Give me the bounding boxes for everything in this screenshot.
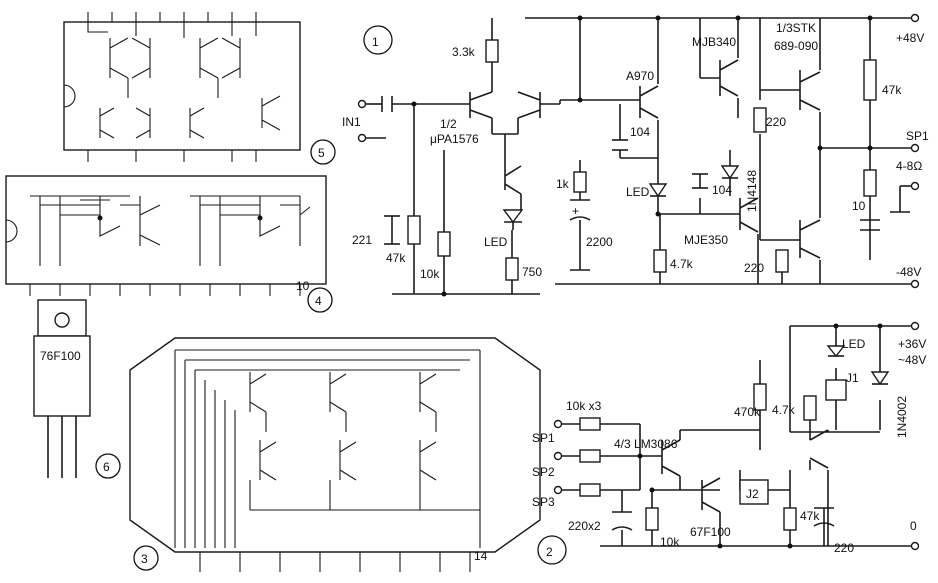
label-220x2: 220x2 (568, 519, 601, 533)
ic-4-number: 4 (315, 294, 322, 308)
label-67f100: 67F100 (690, 525, 731, 539)
ic-3-number-badge: 3 (133, 545, 159, 571)
label-j1: J1 (846, 371, 859, 385)
ic-6-part-label: 76F100 (40, 349, 81, 363)
label-4-7k-a: 4.7k (670, 257, 694, 271)
label-1k: 1k (556, 177, 570, 191)
label-3-3k: 3.3k (452, 45, 476, 59)
ic-5-package (63, 12, 301, 162)
label-sp1-in: SP1 (532, 431, 555, 445)
ic-5-number-badge: 5 (310, 139, 336, 165)
ic-6-number: 6 (103, 460, 110, 474)
label-led-a: LED (484, 235, 508, 249)
label-upa1576: μPA1576 (430, 132, 479, 146)
label-470k: 470k (734, 405, 761, 419)
label-led-c: LED (842, 337, 866, 351)
label-10k-a: 10k (420, 267, 440, 281)
ic-5-number: 5 (318, 146, 325, 160)
label-689-090: 689-090 (774, 39, 818, 53)
circuit-1-number: 1 (372, 35, 379, 49)
label-a970: A970 (626, 69, 654, 83)
label-lm3086: 4/3 LM3086 (614, 437, 678, 451)
circuit-2-number-badge: 2 (537, 535, 567, 565)
ic-4-package (5, 175, 327, 296)
label-220-a: 220 (766, 115, 786, 129)
label-j2: J2 (746, 487, 759, 501)
circuit-2-number: 2 (546, 545, 553, 559)
ic-6-package (33, 299, 91, 478)
label-4-8-ohm: 4-8Ω (896, 159, 922, 173)
label-4-7k-b: 4.7k (772, 403, 796, 417)
svg-text:+: + (572, 204, 579, 218)
label-10-out: 10 (852, 199, 866, 213)
label-1-3stk: 1/3STK (776, 21, 816, 35)
circuit-1-number-badge: 1 (363, 25, 393, 55)
ic-3-module (129, 337, 541, 572)
label-1n4148: 1N4148 (745, 170, 759, 212)
label-mje350: MJE350 (684, 233, 728, 247)
label-47k-a: 47k (386, 251, 406, 265)
ic-6-number-badge: 6 (95, 453, 121, 479)
label-221: 221 (352, 233, 372, 247)
label-47k-b: 47k (882, 83, 902, 97)
circuit-2-components (553, 321, 920, 551)
label-minus-48v: -48V (896, 265, 921, 279)
label-sp3-in: SP3 (532, 495, 555, 509)
ic-4-number-badge: 4 (307, 287, 333, 313)
label-220: 220 (834, 541, 854, 555)
label-220-b: 220 (744, 261, 764, 275)
label-mjb340: MJB340 (692, 35, 736, 49)
ic-3-number: 3 (141, 552, 148, 566)
label-47k-c: 47k (800, 509, 820, 523)
label-10k-b: 10k (660, 535, 680, 549)
ic-3-pin-14-label: 14 (474, 549, 488, 563)
label-sp1-out: SP1 (906, 129, 929, 143)
label-104-b: 104 (712, 183, 732, 197)
label-tilde-48v: ~48V (898, 353, 926, 367)
circuit-1-components: + (357, 13, 920, 297)
ic-4-pin-10-label: 10 (296, 279, 310, 293)
label-sp2-in: SP2 (532, 465, 555, 479)
label-in1: IN1 (342, 115, 361, 129)
label-750: 750 (522, 265, 542, 279)
label-2200: 2200 (586, 235, 613, 249)
circuit-1-wires (366, 17, 912, 295)
label-104-a: 104 (630, 125, 650, 139)
label-plus-48v: +48V (896, 31, 924, 45)
label-plus-36v: +36V (898, 337, 926, 351)
label-1-2: 1/2 (440, 117, 457, 131)
label-led-b: LED (626, 185, 650, 199)
circuit-2-wires (562, 325, 912, 547)
label-1n4002: 1N4002 (895, 396, 909, 438)
label-10k-x3: 10k x3 (566, 399, 602, 413)
label-zero-v: 0 (910, 519, 917, 533)
